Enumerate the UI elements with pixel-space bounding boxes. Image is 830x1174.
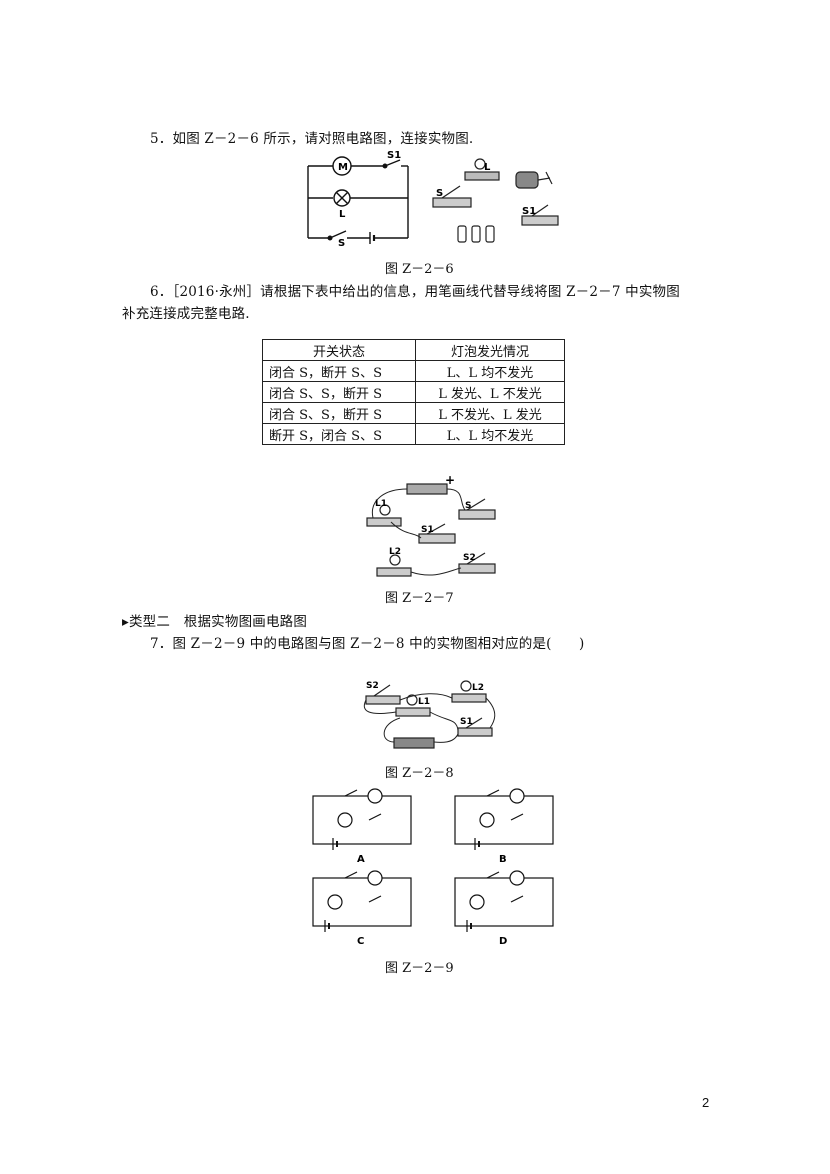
option-c-circuit xyxy=(312,870,412,932)
lamp-label: L xyxy=(339,209,346,220)
s-label: S xyxy=(465,501,471,511)
table-cell: L 发光、L 不发光 xyxy=(415,381,565,403)
table-row: 断开 S，闭合 S、S L、L 均不发光 xyxy=(262,423,565,445)
option-b-circuit xyxy=(454,788,554,850)
caption-z-2-7: 图 Z－2－7 xyxy=(385,591,454,606)
real-objects-z-2-6 xyxy=(432,158,559,243)
table-row: 闭合 S、S，断开 S L 发光、L 不发光 xyxy=(262,381,565,403)
question-7-text: 7．图 Z－2－9 中的电路图与图 Z－2－8 中的实物图相对应的是( ) xyxy=(150,636,585,652)
option-b-label[interactable]: B xyxy=(499,854,507,865)
figure-z-2-7: + L1 S S1 L2 S2 xyxy=(366,474,496,577)
l2-label-8: L2 xyxy=(472,683,484,693)
table-cell: 闭合 S，断开 S、S xyxy=(262,360,416,382)
l1-label-8: L1 xyxy=(418,697,430,707)
table-header-row: 开关状态 灯泡发光情况 xyxy=(262,339,565,361)
real-switch-s-label: S xyxy=(436,188,443,199)
table-cell: L、L 均不发光 xyxy=(415,360,565,382)
table-header: 开关状态 xyxy=(262,339,416,361)
caption-z-2-9: 图 Z－2－9 xyxy=(385,961,454,976)
caption-z-2-8: 图 Z－2－8 xyxy=(385,766,454,781)
caption-z-2-6: 图 Z－2－6 xyxy=(385,262,454,277)
table-cell: L、L 均不发光 xyxy=(415,423,565,445)
figure-z-2-6: M L S1 S L S S1 xyxy=(307,150,559,249)
question-5-text: 5．如图 Z－2－6 所示，请对照电路图，连接实物图. xyxy=(150,131,474,147)
switch-s-label: S xyxy=(338,238,345,249)
option-c-label[interactable]: C xyxy=(357,936,364,946)
s2-label-8: S2 xyxy=(366,681,379,691)
table-header: 灯泡发光情况 xyxy=(415,339,565,361)
l2-label: L2 xyxy=(389,547,401,557)
table-row: 闭合 S、S，断开 S L 不发光、L 发光 xyxy=(262,402,565,424)
question-6-line2: 补充连接成完整电路. xyxy=(122,306,250,322)
figure-z-2-9: A B C D xyxy=(312,788,554,946)
table-row: 闭合 S，断开 S、S L、L 均不发光 xyxy=(262,360,565,382)
l1-label: L1 xyxy=(375,499,387,509)
section-heading: ▸类型二 根据实物图画电路图 xyxy=(122,614,308,630)
circuit-diagram-z-2-6 xyxy=(307,156,409,244)
s2-label: S2 xyxy=(463,553,476,563)
real-lamp-label: L xyxy=(484,162,491,173)
s1-label-8: S1 xyxy=(460,717,473,727)
s1-label: S1 xyxy=(421,525,434,535)
option-a-label[interactable]: A xyxy=(357,854,365,865)
option-d-circuit xyxy=(454,870,554,932)
switch-state-table: 开关状态 灯泡发光情况 闭合 S，断开 S、S L、L 均不发光 闭合 S、S，… xyxy=(262,339,565,445)
motor-label: M xyxy=(338,162,348,173)
option-a-circuit xyxy=(312,788,412,850)
table-cell: L 不发光、L 发光 xyxy=(415,402,565,424)
battery-plus-label: + xyxy=(445,474,455,487)
switch-s1-label: S1 xyxy=(387,150,401,161)
question-6-line1: 6．［2016·永州］请根据下表中给出的信息，用笔画线代替导线将图 Z－2－7 … xyxy=(150,284,680,300)
table-cell: 断开 S，闭合 S、S xyxy=(262,423,416,445)
page-number: 2 xyxy=(702,1095,710,1110)
figure-z-2-8: S2 L1 L2 S1 xyxy=(364,680,496,749)
option-d-label[interactable]: D xyxy=(499,936,507,946)
table-cell: 闭合 S、S，断开 S xyxy=(262,381,416,403)
real-switch-s1-label: S1 xyxy=(522,206,536,217)
table-cell: 闭合 S、S，断开 S xyxy=(262,402,416,424)
